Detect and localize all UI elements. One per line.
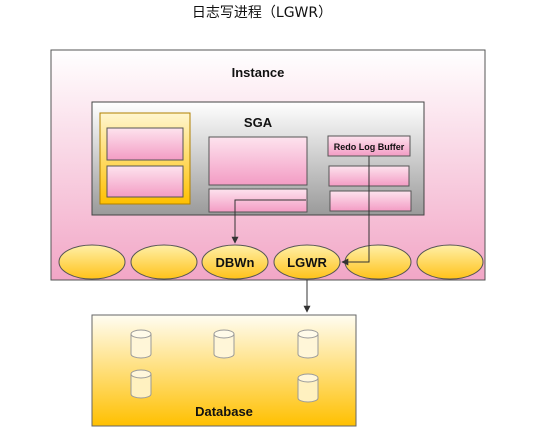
lgwr-process [273, 244, 341, 280]
redo-log-buffer-label: Redo Log Buffer [334, 142, 405, 152]
datafile-icon [130, 369, 152, 399]
memory-block [106, 127, 184, 161]
memory-block [329, 190, 412, 212]
datafile-cylinders [130, 329, 319, 403]
instance-label: Instance [232, 65, 285, 80]
datafile-icon [297, 373, 319, 403]
process-ellipse [416, 244, 484, 280]
dbwn-label: DBWn [216, 255, 255, 270]
datafile-icon [297, 329, 319, 359]
lgwr-label: LGWR [287, 255, 327, 270]
process-ellipse [130, 244, 198, 280]
memory-block [106, 165, 184, 198]
sga-label: SGA [244, 115, 273, 130]
dbwn-process [201, 244, 269, 280]
background-processes: DBWn LGWR [58, 244, 484, 280]
buffer-cache-block [208, 136, 308, 186]
buffer-to-dbwn-arrow [231, 199, 306, 244]
process-ellipse [58, 244, 126, 280]
diagram-title: 日志写进程（LGWR） [192, 5, 332, 21]
redo-to-lgwr-arrow [341, 156, 370, 266]
datafile-icon [213, 329, 235, 359]
datafile-icon [130, 329, 152, 359]
database-label: Database [195, 404, 253, 419]
